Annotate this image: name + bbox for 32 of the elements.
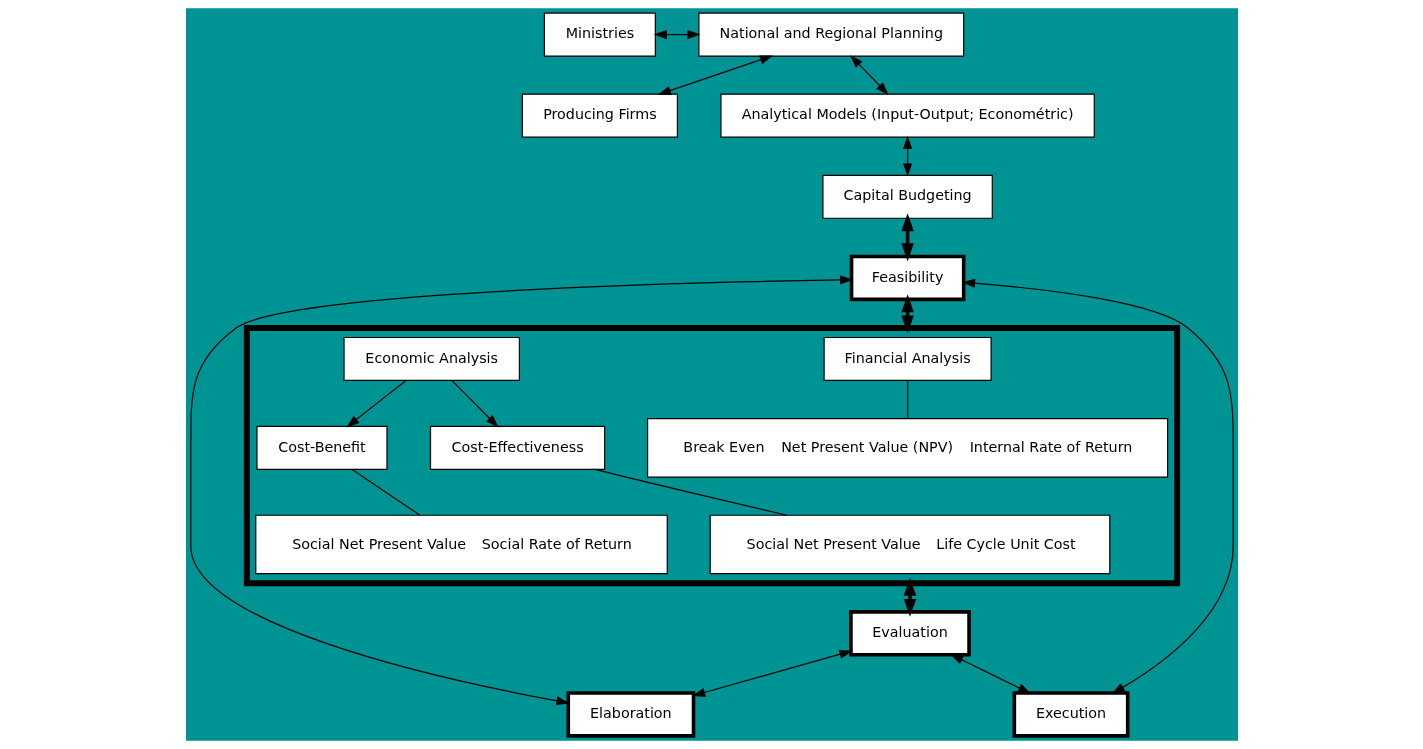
node-box: Cost-Benefit (255, 425, 388, 470)
arrow (903, 577, 916, 617)
node-box: Execution (1012, 691, 1129, 738)
node-box: Economic Analysis (342, 336, 520, 382)
arrow (450, 380, 499, 428)
connector (906, 380, 908, 420)
node-box: Capital Budgeting (821, 174, 993, 219)
arrow (900, 294, 914, 334)
node-box: Social Net Present Value Life Cycle Unit Cost (709, 514, 1110, 575)
arrow (345, 380, 406, 428)
node-box: Break Even Net Present Value (NPV) Internal Rate of Return (646, 418, 1168, 478)
arrow (189, 275, 853, 706)
node-box: Producing Firms (521, 93, 678, 138)
node-box: Elaboration (566, 691, 695, 738)
connector (351, 468, 420, 516)
arrow (657, 55, 773, 95)
node-box: Ministries (543, 12, 656, 57)
node-box: Financial Analysis (823, 336, 992, 382)
arrow (902, 135, 912, 177)
arrow (900, 213, 914, 262)
arrow (653, 29, 701, 40)
arrow (961, 278, 1234, 694)
node-box: Cost-Effectiveness (429, 425, 605, 470)
node-box: Analytical Models (Input-Output; Econométric) (719, 93, 1095, 138)
cluster (243, 325, 1180, 587)
node-box: Social Net Present Value Social Rate of Return (254, 514, 668, 575)
arrow (849, 55, 889, 95)
node-box: Evaluation (848, 610, 971, 657)
node-box: Feasibility (849, 254, 965, 302)
connector (594, 468, 787, 516)
arrow (949, 654, 1031, 694)
node-box: National and Regional Planning (697, 12, 964, 57)
